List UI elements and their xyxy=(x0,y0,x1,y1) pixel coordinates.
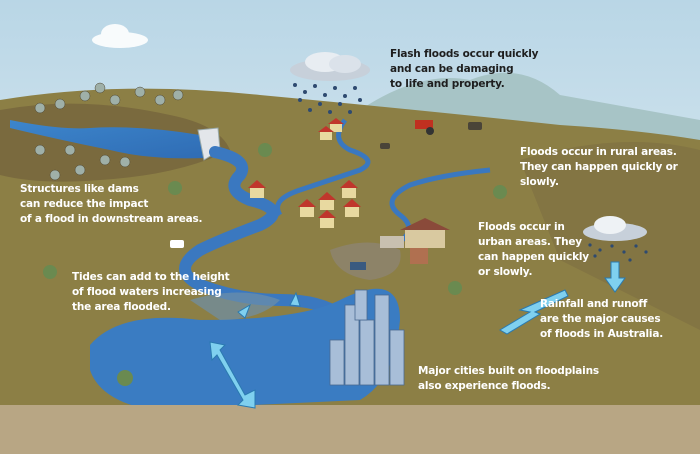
label-line: Rainfall and runoff xyxy=(540,298,648,310)
label-line: urban areas. They xyxy=(478,236,582,248)
label-line: can happen quickly xyxy=(478,251,589,263)
cloud-icon xyxy=(290,52,370,81)
label-line: of floods in Australia. xyxy=(540,328,663,340)
arrow-icon xyxy=(209,261,626,409)
label-line: of a flood in downstream areas. xyxy=(20,213,203,225)
label-line: and can be damaging xyxy=(390,63,514,75)
cow-icon xyxy=(380,122,482,149)
city-buildings-icon xyxy=(329,289,405,386)
floodplain-water xyxy=(90,288,400,410)
label-cities: Major cities built on floodplains also e… xyxy=(418,364,599,394)
house-icon xyxy=(248,118,361,228)
label-tides: Tides can add to the height of flood wat… xyxy=(72,270,230,315)
label-line: Structures like dams xyxy=(20,183,139,195)
label-line: can reduce the impact xyxy=(20,198,149,210)
tree-icon xyxy=(43,143,507,386)
label-line: the area flooded. xyxy=(72,301,171,313)
label-dams: Structures like dams can reduce the impa… xyxy=(20,182,203,227)
label-line: Major cities built on floodplains xyxy=(418,365,599,377)
label-line: Flash floods occur quickly xyxy=(390,48,539,60)
tree-icon xyxy=(34,82,184,181)
house-icon xyxy=(350,218,450,270)
tidal-flood-area xyxy=(190,292,280,320)
urban-flood-area xyxy=(330,242,401,280)
label-rural-floods: Floods occur in rural areas. They can ha… xyxy=(520,145,678,190)
label-urban-floods: Floods occur in urban areas. They can ha… xyxy=(478,220,589,280)
cloud-icon xyxy=(92,24,148,48)
cloud-icon xyxy=(583,216,647,241)
label-line: to life and property. xyxy=(390,78,505,90)
reservoir xyxy=(10,120,209,159)
label-line: are the major causes xyxy=(540,313,661,325)
rain-icon xyxy=(588,243,648,262)
tractor-icon xyxy=(415,120,434,135)
label-line: slowly. xyxy=(520,176,559,188)
label-line: or slowly. xyxy=(478,266,533,278)
label-line: They can happen quickly or xyxy=(520,161,678,173)
rain-icon xyxy=(293,83,362,114)
ground xyxy=(0,405,700,454)
label-flash-floods: Flash floods occur quickly and can be da… xyxy=(390,47,538,92)
cow-icon xyxy=(170,240,184,248)
label-line: of flood waters increasing xyxy=(72,286,222,298)
label-line: also experience floods. xyxy=(418,380,551,392)
river-tributary xyxy=(275,118,371,217)
label-rainfall: Rainfall and runoff are the major causes… xyxy=(540,297,663,342)
label-line: Tides can add to the height xyxy=(72,271,230,283)
label-line: Floods occur in rural areas. xyxy=(520,146,677,158)
label-line: Floods occur in xyxy=(478,221,565,233)
